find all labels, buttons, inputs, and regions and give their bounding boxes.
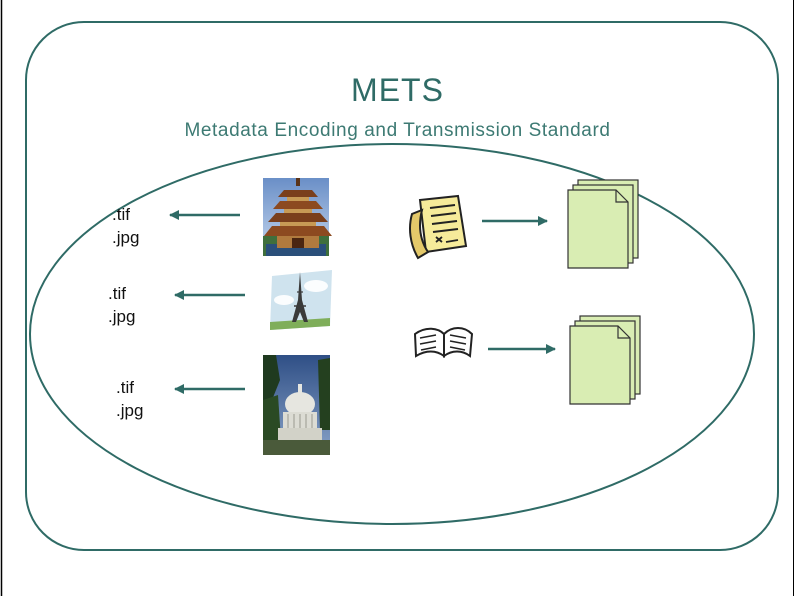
- format-tif-label: .tif: [108, 284, 126, 303]
- format-jpg-label: .jpg: [112, 228, 140, 247]
- format-tif-label: .tif: [112, 205, 130, 224]
- page-title: METS: [351, 72, 444, 108]
- format-list-pagoda: .tif .jpg: [112, 203, 139, 249]
- content-ellipse: [29, 143, 755, 525]
- outer-frame: [25, 21, 779, 551]
- format-list-capitol: .tif .jpg: [116, 376, 143, 422]
- scroll-document-icon: [409, 194, 468, 260]
- page-subtitle: Metadata Encoding and Transmission Stand…: [184, 120, 611, 141]
- format-list-eiffel: .tif .jpg: [108, 282, 135, 328]
- open-book-icon: [413, 327, 474, 358]
- format-jpg-label: .jpg: [108, 307, 136, 326]
- document-stack-icon: [567, 179, 639, 269]
- eiffel-tower-image: [270, 270, 332, 330]
- format-tif-label: .tif: [116, 378, 134, 397]
- pagoda-image: [263, 178, 332, 256]
- format-jpg-label: .jpg: [116, 401, 144, 420]
- capitol-building-image: [263, 355, 330, 455]
- document-stack-icon: [569, 315, 641, 405]
